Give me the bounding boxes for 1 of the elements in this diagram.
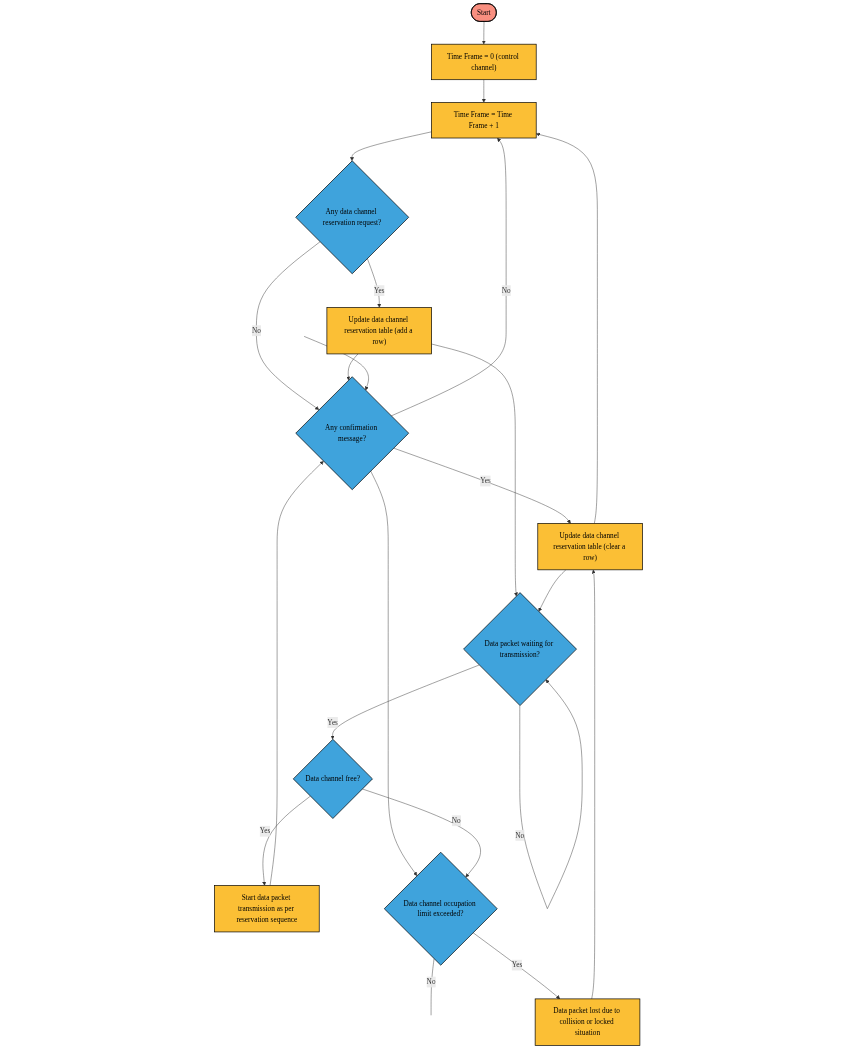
connector bbox=[430, 958, 435, 1016]
